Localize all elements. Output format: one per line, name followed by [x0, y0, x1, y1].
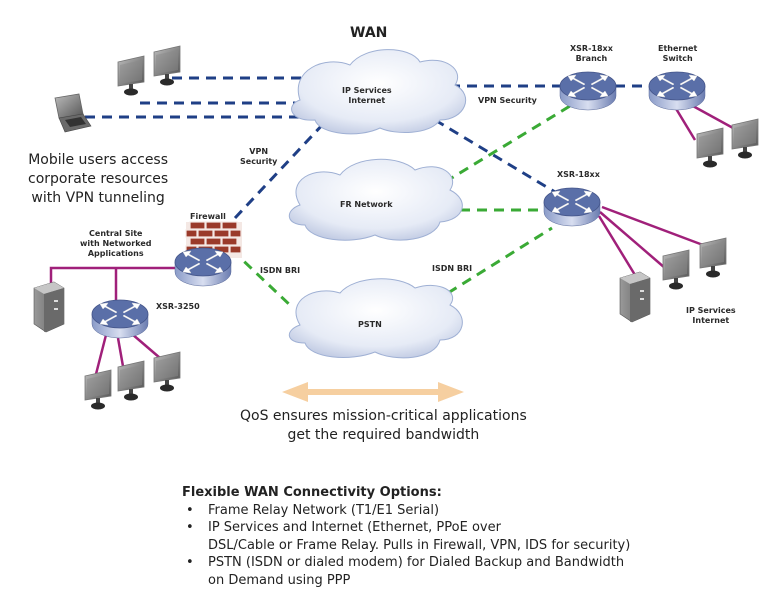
router-xsr-3250-icon	[174, 247, 232, 287]
lan-line-pc3	[131, 333, 161, 359]
legend-item-frame-relay: Frame Relay Network (T1/E1 Serial)	[186, 502, 630, 520]
cloud-ip-services	[291, 49, 467, 135]
ethernet-switch-label: Ethernet Switch	[658, 44, 698, 63]
router-central-lan-icon	[91, 299, 149, 339]
server-central-icon	[33, 281, 65, 333]
lan-line-central	[49, 266, 175, 287]
ip-services-cloud-label: IP Services Internet	[342, 86, 392, 105]
legend-heading: Flexible WAN Connectivity Options:	[182, 485, 442, 500]
xsr-3250-label: XSR-3250	[156, 302, 200, 311]
monitor-switch-1-icon	[696, 127, 724, 168]
central-site-label: Central Site with Networked Applications	[80, 229, 152, 258]
lan-line-remote-tower	[597, 215, 637, 276]
monitor-mobile-1-icon	[117, 55, 145, 96]
wan-line-fr-branch	[444, 104, 571, 184]
vpn-links	[85, 76, 660, 220]
xsr-remote-label: XSR-18xx	[557, 170, 600, 179]
wan-line-isdn-right	[447, 226, 553, 295]
cloud-fr-network	[288, 158, 463, 241]
lan-links	[49, 98, 734, 379]
legend-item-pstn: PSTN (ISDN or dialed modem) for Dialed B…	[186, 554, 630, 589]
firewall-label: Firewall	[190, 212, 226, 221]
wan-links	[230, 104, 571, 309]
ip-services-internet-label: IP Services Internet	[686, 306, 736, 325]
monitor-central-2-icon	[117, 360, 145, 401]
wan-line-isdn-left	[230, 248, 294, 309]
monitor-remote-2-icon	[699, 237, 727, 278]
router-xsr-remote-icon	[543, 187, 601, 227]
wan-options-legend: Flexible WAN Connectivity Options: Frame…	[182, 484, 630, 589]
isdn-bri-left-label: ISDN BRI	[260, 266, 301, 275]
ethernet-switch-icon	[648, 71, 706, 111]
wan-title: WAN	[350, 25, 388, 41]
laptop-icon	[54, 93, 92, 133]
monitor-central-3-icon	[153, 351, 181, 392]
cloud-pstn	[288, 278, 463, 359]
vpn-line-firewall	[233, 120, 327, 220]
fr-network-cloud-label: FR Network	[340, 200, 393, 209]
lan-line-remote-pc2	[601, 205, 704, 247]
server-remote-icon	[619, 271, 651, 323]
lan-line-pc1	[93, 334, 108, 379]
router-xsr-branch-icon	[559, 71, 617, 111]
vpn-line-remote	[434, 118, 556, 194]
pstn-cloud-label: PSTN	[358, 320, 382, 329]
monitor-mobile-2-icon	[153, 45, 181, 86]
legend-item-ip-services: IP Services and Internet (Ethernet, PPoE…	[186, 519, 630, 554]
vpn-security-label: VPN Security	[478, 96, 537, 105]
qos-text: QoS ensures mission-critical application…	[240, 408, 527, 443]
monitor-central-1-icon	[84, 369, 112, 410]
monitor-remote-1-icon	[662, 249, 690, 290]
monitor-switch-2-icon	[731, 118, 759, 159]
qos-double-arrow-icon	[282, 382, 464, 402]
mobile-users-text: Mobile users access corporate resources …	[28, 152, 169, 206]
lan-line-remote-pc1	[599, 211, 666, 269]
vpn-security-left-label: VPN Security	[240, 147, 278, 166]
isdn-bri-right-label: ISDN BRI	[432, 264, 473, 273]
xsr-branch-label: XSR-18xx Branch	[570, 44, 613, 63]
